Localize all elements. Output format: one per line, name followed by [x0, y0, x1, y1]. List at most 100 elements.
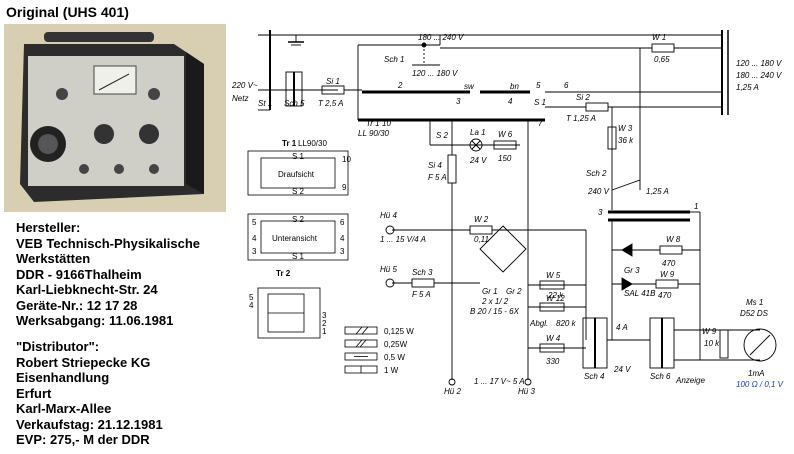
tr1-bottom-view-box [247, 213, 349, 261]
winding-number: 3 [456, 97, 461, 106]
tr1-pin: 10 [342, 155, 351, 164]
switch-label: Sch 5 [284, 99, 305, 108]
device-photo-drawing [4, 24, 226, 212]
winding-number: 3 [598, 208, 603, 217]
output-label: 180 ... 240 V [736, 71, 782, 80]
distributor-line: Erfurt [16, 385, 52, 401]
winding-number: 7 [538, 119, 543, 128]
tr1-pin: 4 [340, 234, 345, 243]
resistor-w5 [539, 280, 565, 290]
manufacturer-line: Werkstätten [16, 251, 91, 266]
component-value: 0,11 [474, 235, 489, 244]
schematic-labels: 220 V~ Netz St 1 Sch 5 Si 1 T 2,5 A Sch … [231, 33, 784, 396]
fuse-value: F 5 A [428, 173, 447, 182]
page-title: Original (UHS 401) [6, 4, 129, 20]
switch-label: Sch 6 [650, 372, 671, 381]
resistor-w1 [651, 43, 675, 53]
rectifier-label: B 20 / 15 - 6X [470, 307, 520, 316]
switch-label: Si 1 [326, 77, 340, 86]
tr2-title: Tr 2 [276, 269, 291, 278]
winding-number: 2 [397, 81, 403, 90]
distributor-line: Karl-Marx-Allee [16, 401, 112, 416]
switch-label: Si 2 [576, 93, 590, 102]
component-value: 10 k [704, 339, 720, 348]
device-photo [4, 24, 226, 212]
component-ref: W 2 [474, 215, 489, 224]
component-ref: W 8 [666, 235, 681, 244]
socket-label: Hü 4 [380, 211, 397, 220]
fuse-value: T 1,25 A [566, 114, 596, 123]
resistor-w4 [539, 343, 565, 353]
tr2-pin: 2 [322, 319, 327, 328]
distributor-heading: "Distributor": [16, 339, 100, 354]
rectifier-label: Gr 2 [506, 287, 522, 296]
fuse-si4 [411, 278, 435, 288]
tr1-pin: 6 [340, 218, 345, 227]
socket-hu3 [524, 378, 532, 386]
tr2-core [267, 293, 305, 333]
switch-sch3 [582, 317, 608, 369]
rectifier-label: Gr 1 [482, 287, 498, 296]
tr2-pin: 1 [322, 327, 327, 336]
lamp-voltage: 24 V [469, 156, 487, 165]
tr1-bottom-s2-label: S 2 [292, 215, 305, 224]
bridge-rectifier [479, 225, 527, 273]
resistor-w3 [607, 126, 617, 150]
rectifier-label: 2 x 1/ 2 [481, 297, 509, 306]
component-value: 36 k [618, 136, 634, 145]
meter-range: 1mA [748, 369, 764, 378]
tr1-pin: 4 [252, 234, 257, 243]
manufacturer-line: VEB Technisch-Physikalische [16, 235, 200, 251]
component-value: 470 [658, 291, 672, 300]
abgl-label: Abgl. [529, 319, 548, 328]
distributor-line: Eisenhandlung [16, 370, 110, 385]
tr1-bottom-s1-label: S 1 [292, 252, 305, 261]
switch-sch4 [649, 317, 675, 369]
switch-label: Sch 1 [384, 55, 404, 64]
socket-hu2 [448, 378, 456, 386]
fuse-si1 [321, 85, 345, 95]
component-value: 820 k [556, 319, 577, 328]
fuse-value: T 2,5 A [318, 99, 344, 108]
transformer-label: Tr 1 [366, 119, 380, 128]
socket-hu5 [385, 278, 395, 288]
legend-swatch-05w [344, 352, 378, 361]
voltage-label: 1,25 A [646, 187, 669, 196]
socket-hu4 [385, 225, 395, 235]
voltage-label: 4 A [616, 323, 628, 332]
voltage-label: 24 V [613, 365, 631, 374]
tr1-pin: 9 [342, 183, 347, 192]
legend-label: 0,125 W [384, 327, 414, 336]
winding-number: 4 [508, 97, 513, 106]
component-value: 0,65 [654, 55, 670, 64]
meter-ref: Ms 1 [746, 298, 763, 307]
tr1-pin: 3 [252, 247, 257, 256]
switch-label: Sch 4 [584, 372, 605, 381]
lamp-label: La 1 [470, 128, 486, 137]
rectifier-label: SAL 41B [624, 289, 656, 298]
wire-colour-label: bn [510, 82, 519, 91]
winding-number: 6 [564, 81, 569, 90]
fuse-si2 [585, 102, 609, 112]
anzeige-label: Anzeige [675, 376, 705, 385]
voltage-label: 240 V [587, 187, 610, 196]
winding-number: 1 [694, 202, 698, 211]
winding-number: 10 [382, 119, 391, 128]
tr1-top-view-box [247, 150, 349, 196]
manufacturer-heading: Hersteller: [16, 220, 81, 235]
component-ref: W 4 [546, 334, 561, 343]
resistor-w12 [539, 302, 565, 312]
component-value: 150 [498, 154, 512, 163]
tr1-bottom-view-core [260, 220, 336, 254]
tr1-top-view-core [260, 157, 336, 189]
legend-label: 1 W [384, 366, 399, 375]
manufacturer-line: Geräte-Nr.: 12 17 28 [16, 297, 138, 313]
legend-label: 0,25W [384, 340, 408, 349]
tr2-pin: 5 [249, 293, 254, 302]
tr1-s2-label: S 2 [292, 187, 305, 196]
transformer-label: LL 90/30 [358, 129, 390, 138]
output-label: 1,25 A [736, 83, 759, 92]
tr1-top-view-label: Draufsicht [278, 170, 315, 179]
switch-label: Sch 3 [412, 268, 433, 277]
tr1-pin: 3 [340, 247, 345, 256]
